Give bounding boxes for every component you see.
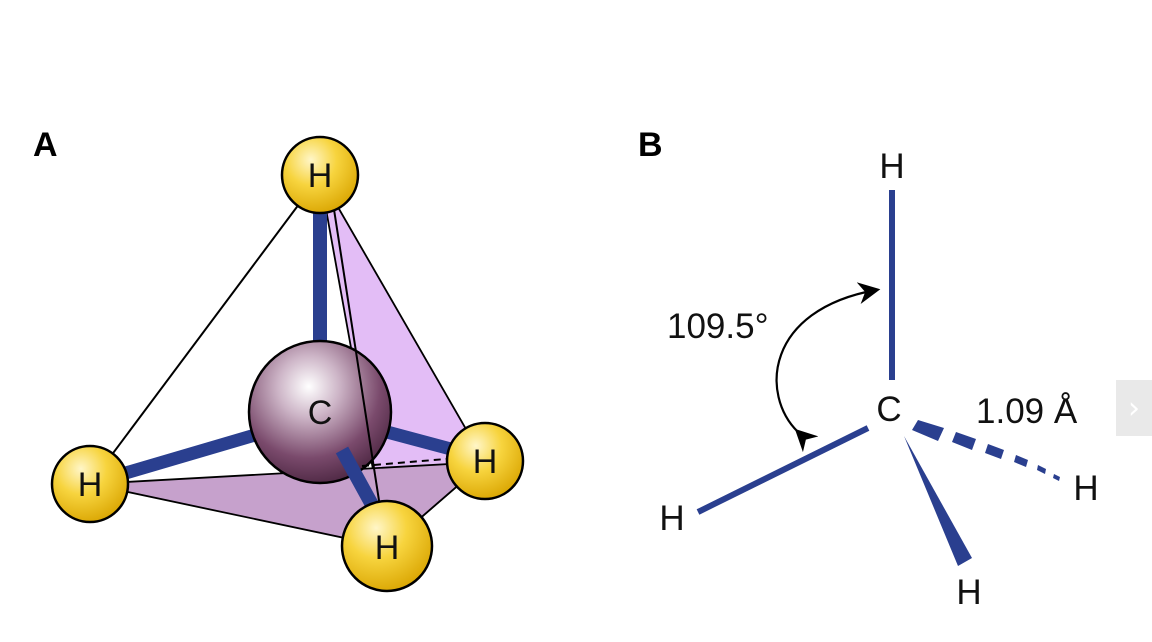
panel-b-label: B: [638, 126, 663, 164]
carbon-atom: [247, 339, 393, 485]
hydrogen-top-label: H: [879, 147, 904, 186]
tetrahedron-edge-top-bottom: [330, 189, 383, 521]
carbon-label: C: [876, 390, 901, 429]
hydrogen-atom-top-label: H: [308, 157, 333, 195]
bond-wedge: [904, 436, 972, 566]
panel-a-label: A: [33, 126, 58, 164]
hydrogen-bottom-label: H: [956, 573, 981, 612]
tetrahedron-edge-top-left: [89, 175, 321, 485]
hydrogen-atom-top: [280, 135, 360, 215]
hydrogen-atom-left: [50, 444, 130, 524]
panel-a: A C H H H H: [33, 126, 525, 593]
bond-c-h-left: [110, 423, 274, 484]
hydrogen-atom-bottom: [340, 499, 434, 593]
angle-arrow: [775, 282, 881, 453]
hydrogen-atom-bottom-label: H: [375, 529, 400, 567]
bond-c-h-bottom: [335, 446, 383, 516]
panel-b: B H C H H H 1.09 Å 109.5°: [638, 126, 1099, 612]
hydrogen-atom-left-label: H: [78, 466, 103, 504]
carbon-atom-label: C: [308, 394, 333, 432]
bond-hashed: [912, 420, 1060, 481]
hydrogen-atom-right: [445, 421, 525, 501]
tetrahedron-edge-hidden: [361, 457, 459, 467]
hydrogen-right-label: H: [1073, 469, 1098, 508]
hydrogen-atom-right-label: H: [473, 443, 498, 481]
hydrogen-left-label: H: [659, 499, 684, 538]
next-slide-button[interactable]: ›: [1116, 380, 1152, 436]
angle-label: 109.5°: [667, 307, 769, 346]
bond-left: [696, 425, 870, 515]
chevron-right-icon: ›: [1128, 390, 1140, 426]
bond-length-label: 1.09 Å: [976, 392, 1078, 431]
